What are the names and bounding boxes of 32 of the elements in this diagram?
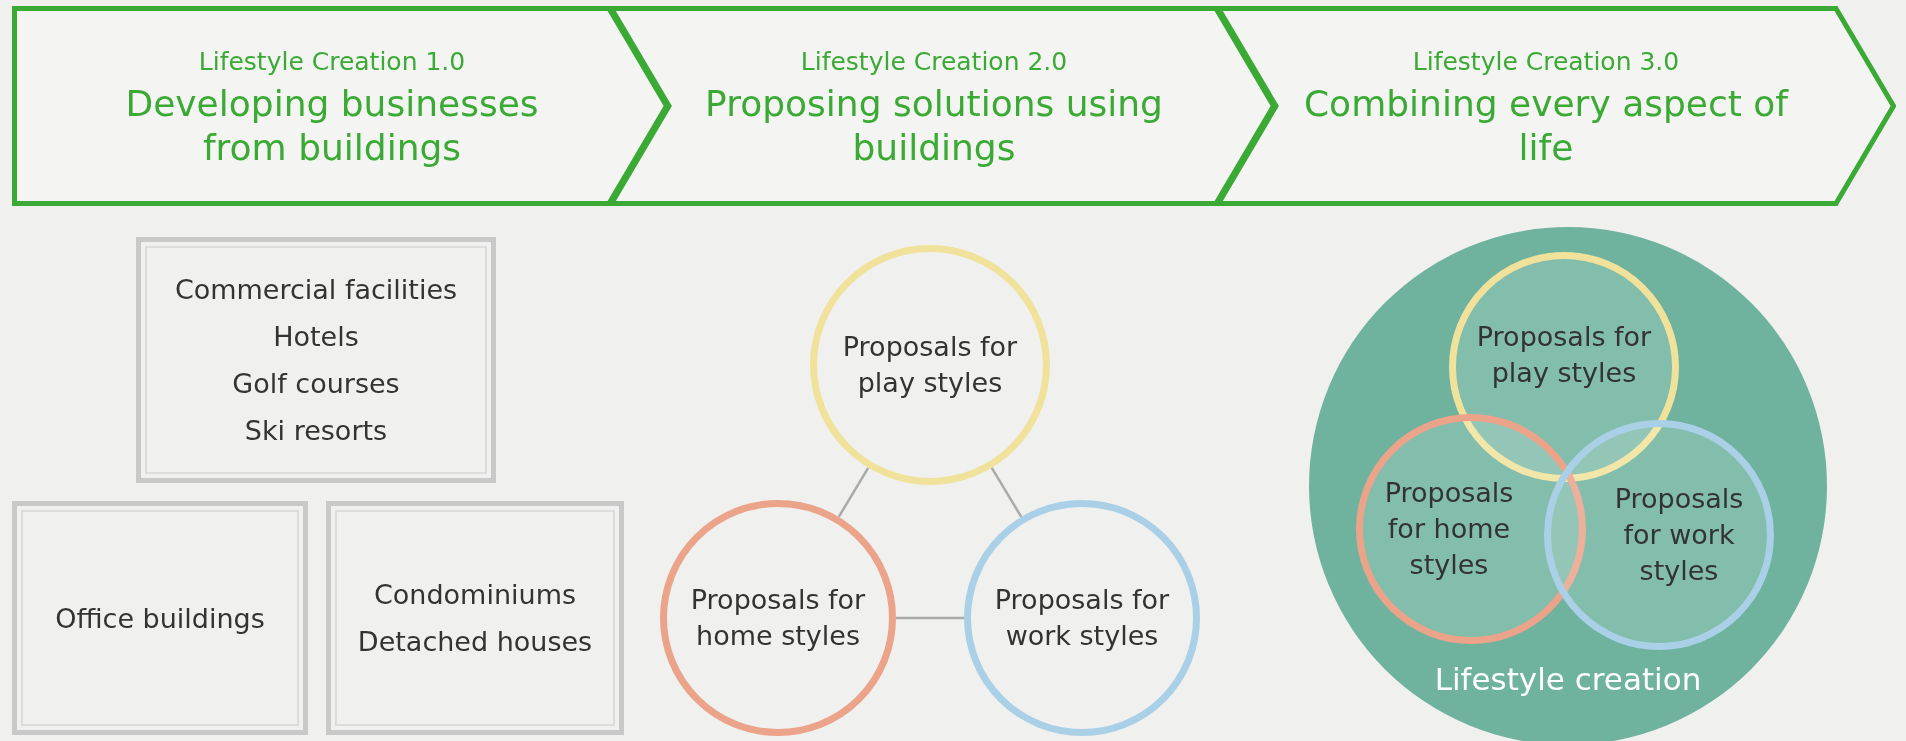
proposal-circle bbox=[964, 500, 1200, 736]
circle-label: Proposals for work styles bbox=[993, 583, 1171, 653]
chevron-banner bbox=[609, 6, 1276, 206]
proposal-circle bbox=[810, 245, 1050, 485]
connector-line bbox=[837, 467, 870, 518]
category-text: Ski resorts bbox=[244, 414, 388, 448]
stage-title: Developing businesses from buildings bbox=[124, 82, 540, 170]
category-text: Commercial facilities bbox=[174, 273, 458, 307]
stage-label: Lifestyle Creation 3.0 bbox=[1412, 46, 1680, 78]
category-box bbox=[326, 501, 624, 735]
circle-title: Lifestyle creation bbox=[1433, 661, 1703, 697]
category-text: Detached houses bbox=[357, 625, 593, 659]
circle-label: Proposals for play styles bbox=[1475, 320, 1653, 390]
category-text: Office buildings bbox=[55, 601, 265, 636]
stage-title: Combining every aspect of life bbox=[1303, 82, 1790, 170]
category-text: Golf courses bbox=[232, 367, 400, 401]
circle-label: Proposals for play styles bbox=[841, 330, 1019, 400]
category-text: Condominiums bbox=[373, 578, 576, 612]
stage-label: Lifestyle Creation 2.0 bbox=[800, 46, 1068, 78]
category-text: Hotels bbox=[273, 320, 359, 354]
connector-line bbox=[896, 616, 964, 620]
proposal-circle bbox=[660, 500, 896, 736]
category-box bbox=[12, 501, 308, 735]
circle-label: Proposals for home styles bbox=[1383, 476, 1515, 582]
stage-title: Proposing solutions using buildings bbox=[704, 82, 1164, 170]
category-box bbox=[136, 237, 496, 483]
circle-label: Proposals for home styles bbox=[689, 583, 867, 653]
chevron-banner bbox=[1216, 6, 1896, 206]
circle-label: Proposals for work styles bbox=[1613, 482, 1745, 588]
stage-label: Lifestyle Creation 1.0 bbox=[198, 46, 466, 78]
chevron-banner bbox=[12, 6, 669, 206]
connector-line bbox=[990, 467, 1023, 518]
